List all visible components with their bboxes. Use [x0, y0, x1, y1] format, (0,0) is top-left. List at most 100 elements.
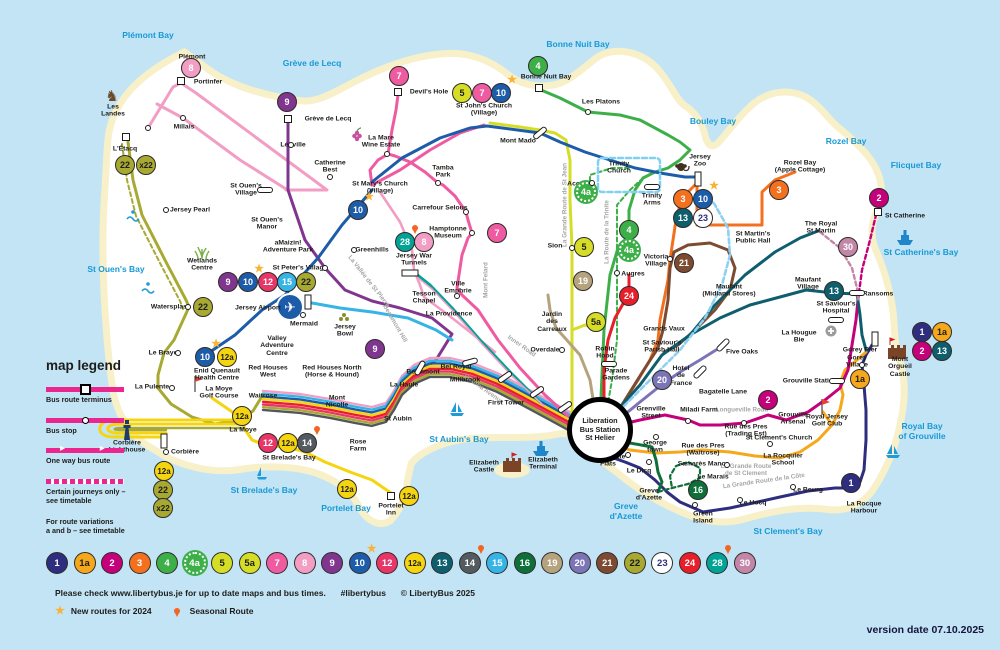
route-badge-1a: 1a — [73, 552, 96, 574]
place-label: Greenhills — [355, 246, 389, 254]
place-label: St Saviour's Hospital — [816, 300, 856, 315]
terminus-marker — [401, 269, 419, 277]
route-badge-4a: 4a — [576, 182, 596, 202]
place-label: Tesson Chapel — [412, 290, 436, 305]
place-label: Jersey Zoo — [689, 153, 711, 168]
legend-item-variations: For route variations a and b – see timet… — [46, 517, 125, 535]
stop-marker — [469, 230, 475, 236]
stop-marker — [859, 362, 865, 368]
stop-marker — [496, 369, 514, 385]
terminus-marker — [871, 331, 879, 347]
stop-marker — [644, 184, 660, 190]
route-badge-13: 13 — [824, 281, 844, 301]
place-label: Parade Gardens — [602, 367, 630, 382]
bowling-icon — [339, 313, 349, 321]
place-label: Jardin des Carreaux — [537, 311, 567, 333]
place-label: Portelet Inn — [378, 502, 404, 517]
stop-marker — [163, 207, 169, 213]
route-badge-3: 3 — [769, 180, 789, 200]
place-label: Acorn — [567, 180, 587, 188]
place-label: St Catherine — [884, 212, 926, 220]
place-label: Grève de Lecq — [304, 115, 352, 123]
place-label: Robin Hood — [595, 345, 615, 360]
ferry-icon — [533, 441, 549, 456]
route-badge-20: 20 — [568, 552, 591, 574]
bay-label: St Catherine's Bay — [883, 247, 959, 258]
route-badge-10: 10 — [238, 272, 258, 292]
route-badge-12a: 12a — [403, 552, 426, 574]
windsurfer-icon — [257, 467, 267, 480]
legend-item-certain: Certain journeys only – see timetable — [46, 478, 156, 505]
oneway-sample-line — [46, 443, 124, 454]
route-badge-3: 3 — [673, 189, 693, 209]
terminus-marker — [394, 88, 402, 96]
monkey-icon — [675, 163, 690, 172]
place-label: Augres — [621, 270, 645, 278]
route-number-row: 11a2344a55a789101212a1314151619202122232… — [46, 545, 756, 574]
bay-label: St Clement's Bay — [753, 526, 823, 537]
legend-title: map legend — [46, 358, 122, 373]
place-label: St Brelade's Bay — [262, 454, 316, 462]
route-line-21 — [612, 241, 737, 420]
terminus-marker — [160, 433, 168, 449]
place-label: Samarès Manor — [677, 460, 729, 468]
grass-icon — [194, 246, 210, 260]
route-line-8b — [378, 190, 497, 354]
route-badge-5: 5 — [452, 83, 472, 103]
place-label: Red Houses North (Horse & Hound) — [302, 364, 362, 379]
route-line-22-corbiere — [113, 426, 246, 432]
seasonal-pin-icon — [314, 426, 320, 435]
place-label: Maufant Village — [794, 276, 822, 291]
place-label: Enid Quenault Health Centre — [193, 367, 241, 382]
footer-url[interactable]: www.libertybus.je — [110, 588, 183, 598]
svg-text:♞: ♞ — [105, 88, 118, 105]
new-route-star-icon — [367, 544, 377, 555]
place-label: George town — [643, 439, 667, 454]
place-label: Gorey Pier — [842, 346, 878, 354]
route-badge-9: 9 — [277, 92, 297, 112]
route-badge-2: 2 — [869, 188, 889, 208]
route-line-7 — [368, 93, 570, 418]
route-line-4 — [539, 88, 692, 422]
road-label: Beaumont Hill — [381, 303, 409, 344]
road-label: La Vallée de St Pierre — [346, 254, 392, 309]
place-label: Le Hocq — [739, 499, 767, 507]
place-label: Jersey Bowl — [334, 323, 356, 338]
place-label: The Royal St Martin — [804, 220, 838, 235]
route-badge-30: 30 — [733, 552, 756, 574]
route-line-13 — [610, 288, 868, 418]
place-label: St Mary's Church (Village) — [352, 180, 408, 195]
place-label: St Aubin — [384, 415, 412, 423]
stop-marker — [653, 434, 659, 440]
route-badge-22: 22 — [153, 480, 173, 500]
stop-marker — [737, 497, 743, 503]
place-label: Millais — [173, 123, 195, 131]
place-label: Les Platons — [581, 98, 621, 106]
new-route-star-icon — [211, 339, 221, 350]
route-badge-4a: 4a — [619, 240, 639, 260]
stop-marker — [531, 125, 549, 141]
place-label: Grouville Station — [782, 377, 838, 385]
route-badge-9: 9 — [321, 552, 344, 574]
stop-marker — [288, 142, 294, 148]
stop-marker — [667, 256, 673, 262]
new-route-star-icon — [709, 181, 719, 192]
route-badge-16: 16 — [513, 552, 536, 574]
place-label: La Mare Wine Estate — [361, 134, 401, 149]
route-line-16-loop — [656, 460, 702, 494]
terminus-marker — [387, 492, 395, 500]
place-label: Trinity Arms — [641, 192, 663, 207]
route-badge-1a: 1a — [850, 369, 870, 389]
place-label: Jersey War Tunnels — [395, 252, 433, 267]
route-badge-12a: 12a — [217, 347, 237, 367]
place-label: Watersplash — [150, 303, 192, 311]
version-date: version date 07.10.2025 — [866, 624, 984, 636]
place-label: Grenville Street — [636, 405, 666, 420]
place-label: Victoria Village — [643, 253, 669, 268]
stop-marker — [454, 293, 460, 299]
stop-marker — [384, 151, 390, 157]
place-label: Rue des Pres (Trading Est) — [724, 423, 768, 438]
terminus-marker — [122, 133, 130, 141]
terminus-marker — [304, 294, 312, 310]
